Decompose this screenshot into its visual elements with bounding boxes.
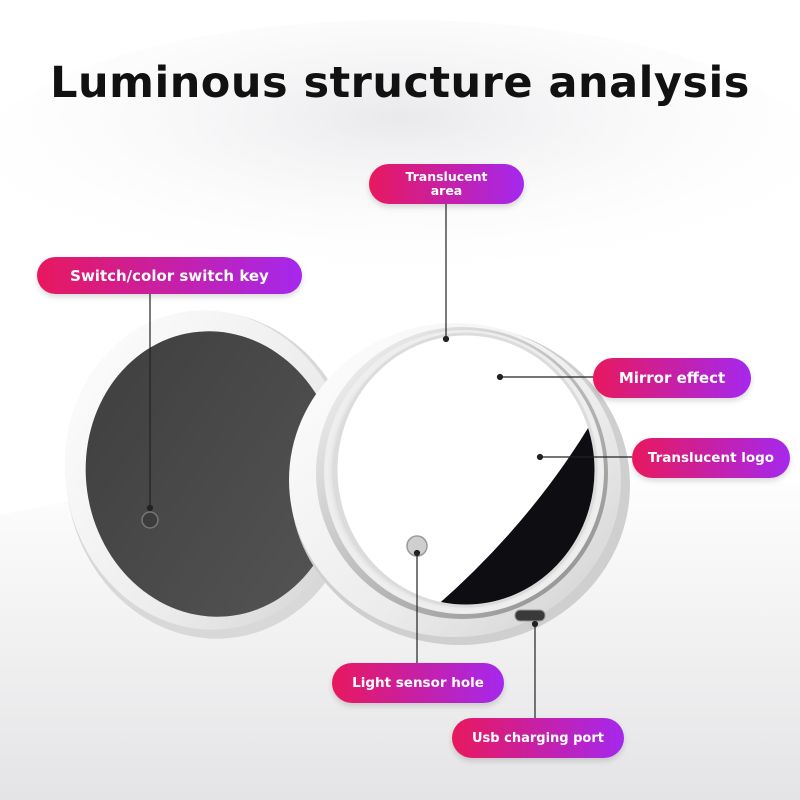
top-glow [0,20,800,300]
coaster-front [289,323,630,645]
callout-translucent-area-label: Translucent area [405,169,488,198]
mirror-edge [334,332,598,608]
callout-light-sensor-hole-label: Light sensor hole [352,675,484,691]
mirror-surface [336,334,596,606]
leader-dot-light-sensor [413,549,421,557]
callout-switch-key-label: Switch/color switch key [70,266,269,285]
callout-translucent-logo-label: Translucent logo [647,450,775,466]
leader-lines [146,200,632,718]
callout-mirror-effect: Mirror effect [593,358,751,398]
switch-key-button [141,511,159,529]
usb-port [514,609,546,622]
coaster-back-pad [85,331,341,617]
callout-switch-key: Switch/color switch key [37,257,302,294]
leader-dot-translucent-area [442,335,450,343]
leader-dot-mirror-effect [496,373,504,381]
coaster-back [64,310,359,639]
leader-dot-translucent-logo [536,453,544,461]
callout-translucent-area: Translucent area [369,164,524,204]
leader-dot-usb-port [531,620,539,628]
callout-usb-charging-port: Usb charging port [452,718,624,758]
mirror-dark-reflection [420,334,596,606]
leader-dot-switch-key [146,504,154,512]
callout-translucent-logo: Translucent logo [632,438,790,478]
callout-usb-charging-port-label: Usb charging port [472,730,604,746]
callout-light-sensor-hole: Light sensor hole [332,663,504,703]
callout-mirror-effect-label: Mirror effect [618,369,726,387]
page-title: Luminous structure analysis [50,58,750,108]
